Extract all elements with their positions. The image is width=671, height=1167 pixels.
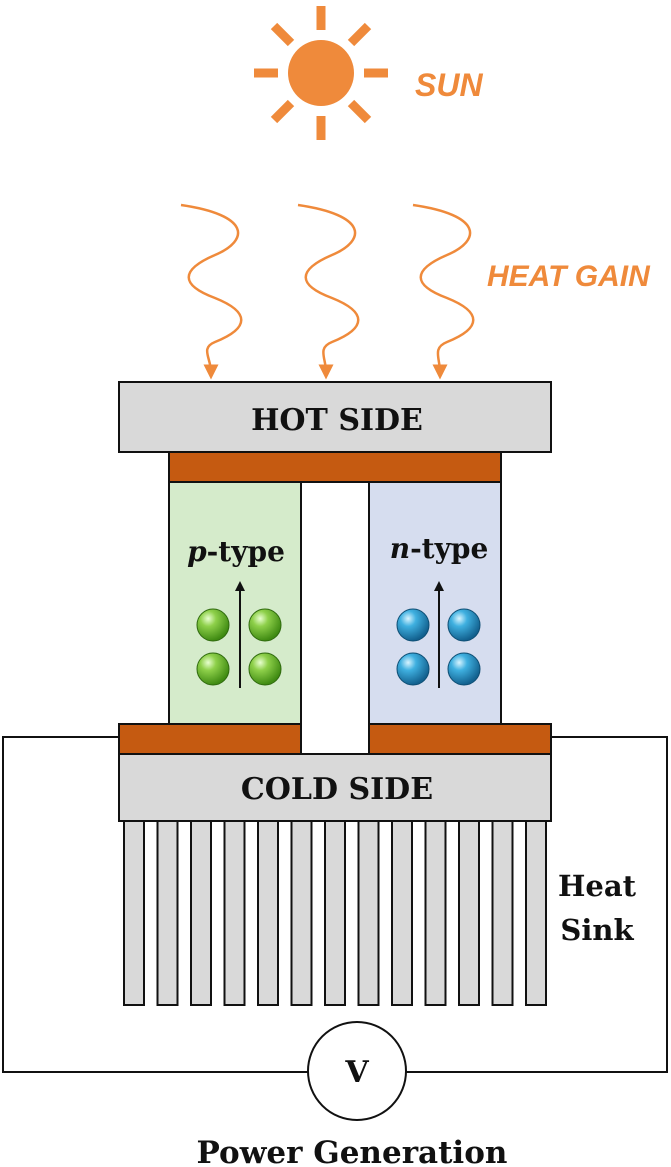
n-carrier	[447, 608, 481, 642]
heat-sink-fin	[324, 820, 346, 1006]
hot-side-label: HOT SIDE	[251, 403, 423, 438]
heat-sink-fin	[525, 820, 547, 1006]
n-type-carriers	[396, 608, 481, 686]
heat-gain-label: HEAT GAIN	[487, 260, 651, 293]
heat-sink-fin	[424, 820, 447, 1006]
p-carrier	[196, 652, 230, 686]
n-carrier	[396, 652, 430, 686]
heat-sink-fin	[290, 820, 313, 1006]
heat-sink-fin	[491, 820, 514, 1006]
heat-sink-label-line2: Sink	[560, 913, 634, 947]
cold-side-label: COLD SIDE	[241, 772, 433, 807]
p-carrier	[248, 652, 282, 686]
heat-sink-fin	[391, 820, 413, 1006]
n-type-prefix: n	[390, 532, 410, 565]
heat-arrow-middle	[297, 203, 360, 380]
heat-sink-label-line1: Heat	[558, 869, 637, 903]
p-type-label: p-type	[187, 535, 285, 568]
p-type-suffix: -type	[207, 535, 285, 568]
cold-side-plate	[118, 753, 552, 822]
heat-sink-fins	[123, 820, 547, 1006]
p-type-leg	[168, 481, 302, 725]
p-carrier	[248, 608, 282, 642]
n-type-leg	[368, 481, 502, 725]
n-type-suffix: -type	[410, 532, 488, 565]
heat-arrow-left	[180, 203, 243, 380]
heat-gain-arrows	[180, 203, 475, 380]
heat-sink-fin	[190, 820, 212, 1006]
heat-sink-fin	[156, 820, 179, 1006]
n-type-label: n-type	[390, 532, 489, 565]
p-type-prefix: p	[187, 535, 207, 568]
heat-sink-fin	[223, 820, 246, 1006]
circuit-wire	[2, 736, 668, 1073]
p-carrier	[196, 608, 230, 642]
heat-sink-fin	[357, 820, 380, 1006]
n-carrier	[447, 652, 481, 686]
p-type-carriers	[196, 608, 282, 686]
n-carrier	[396, 608, 430, 642]
voltmeter: V	[307, 1021, 407, 1121]
bottom-copper-connector-right	[368, 723, 552, 755]
bottom-copper-connector-left	[118, 723, 302, 755]
voltmeter-label: V	[344, 1055, 369, 1090]
heat-sink-fin	[123, 820, 145, 1006]
heat-sink-fin	[257, 820, 279, 1006]
caption: Power Generation	[197, 1135, 508, 1167]
top-copper-connector	[168, 451, 502, 483]
sun-label: SUN	[415, 67, 483, 103]
heat-arrow-right	[412, 203, 475, 380]
sun-icon	[254, 6, 388, 140]
heat-sink-fin	[458, 820, 480, 1006]
